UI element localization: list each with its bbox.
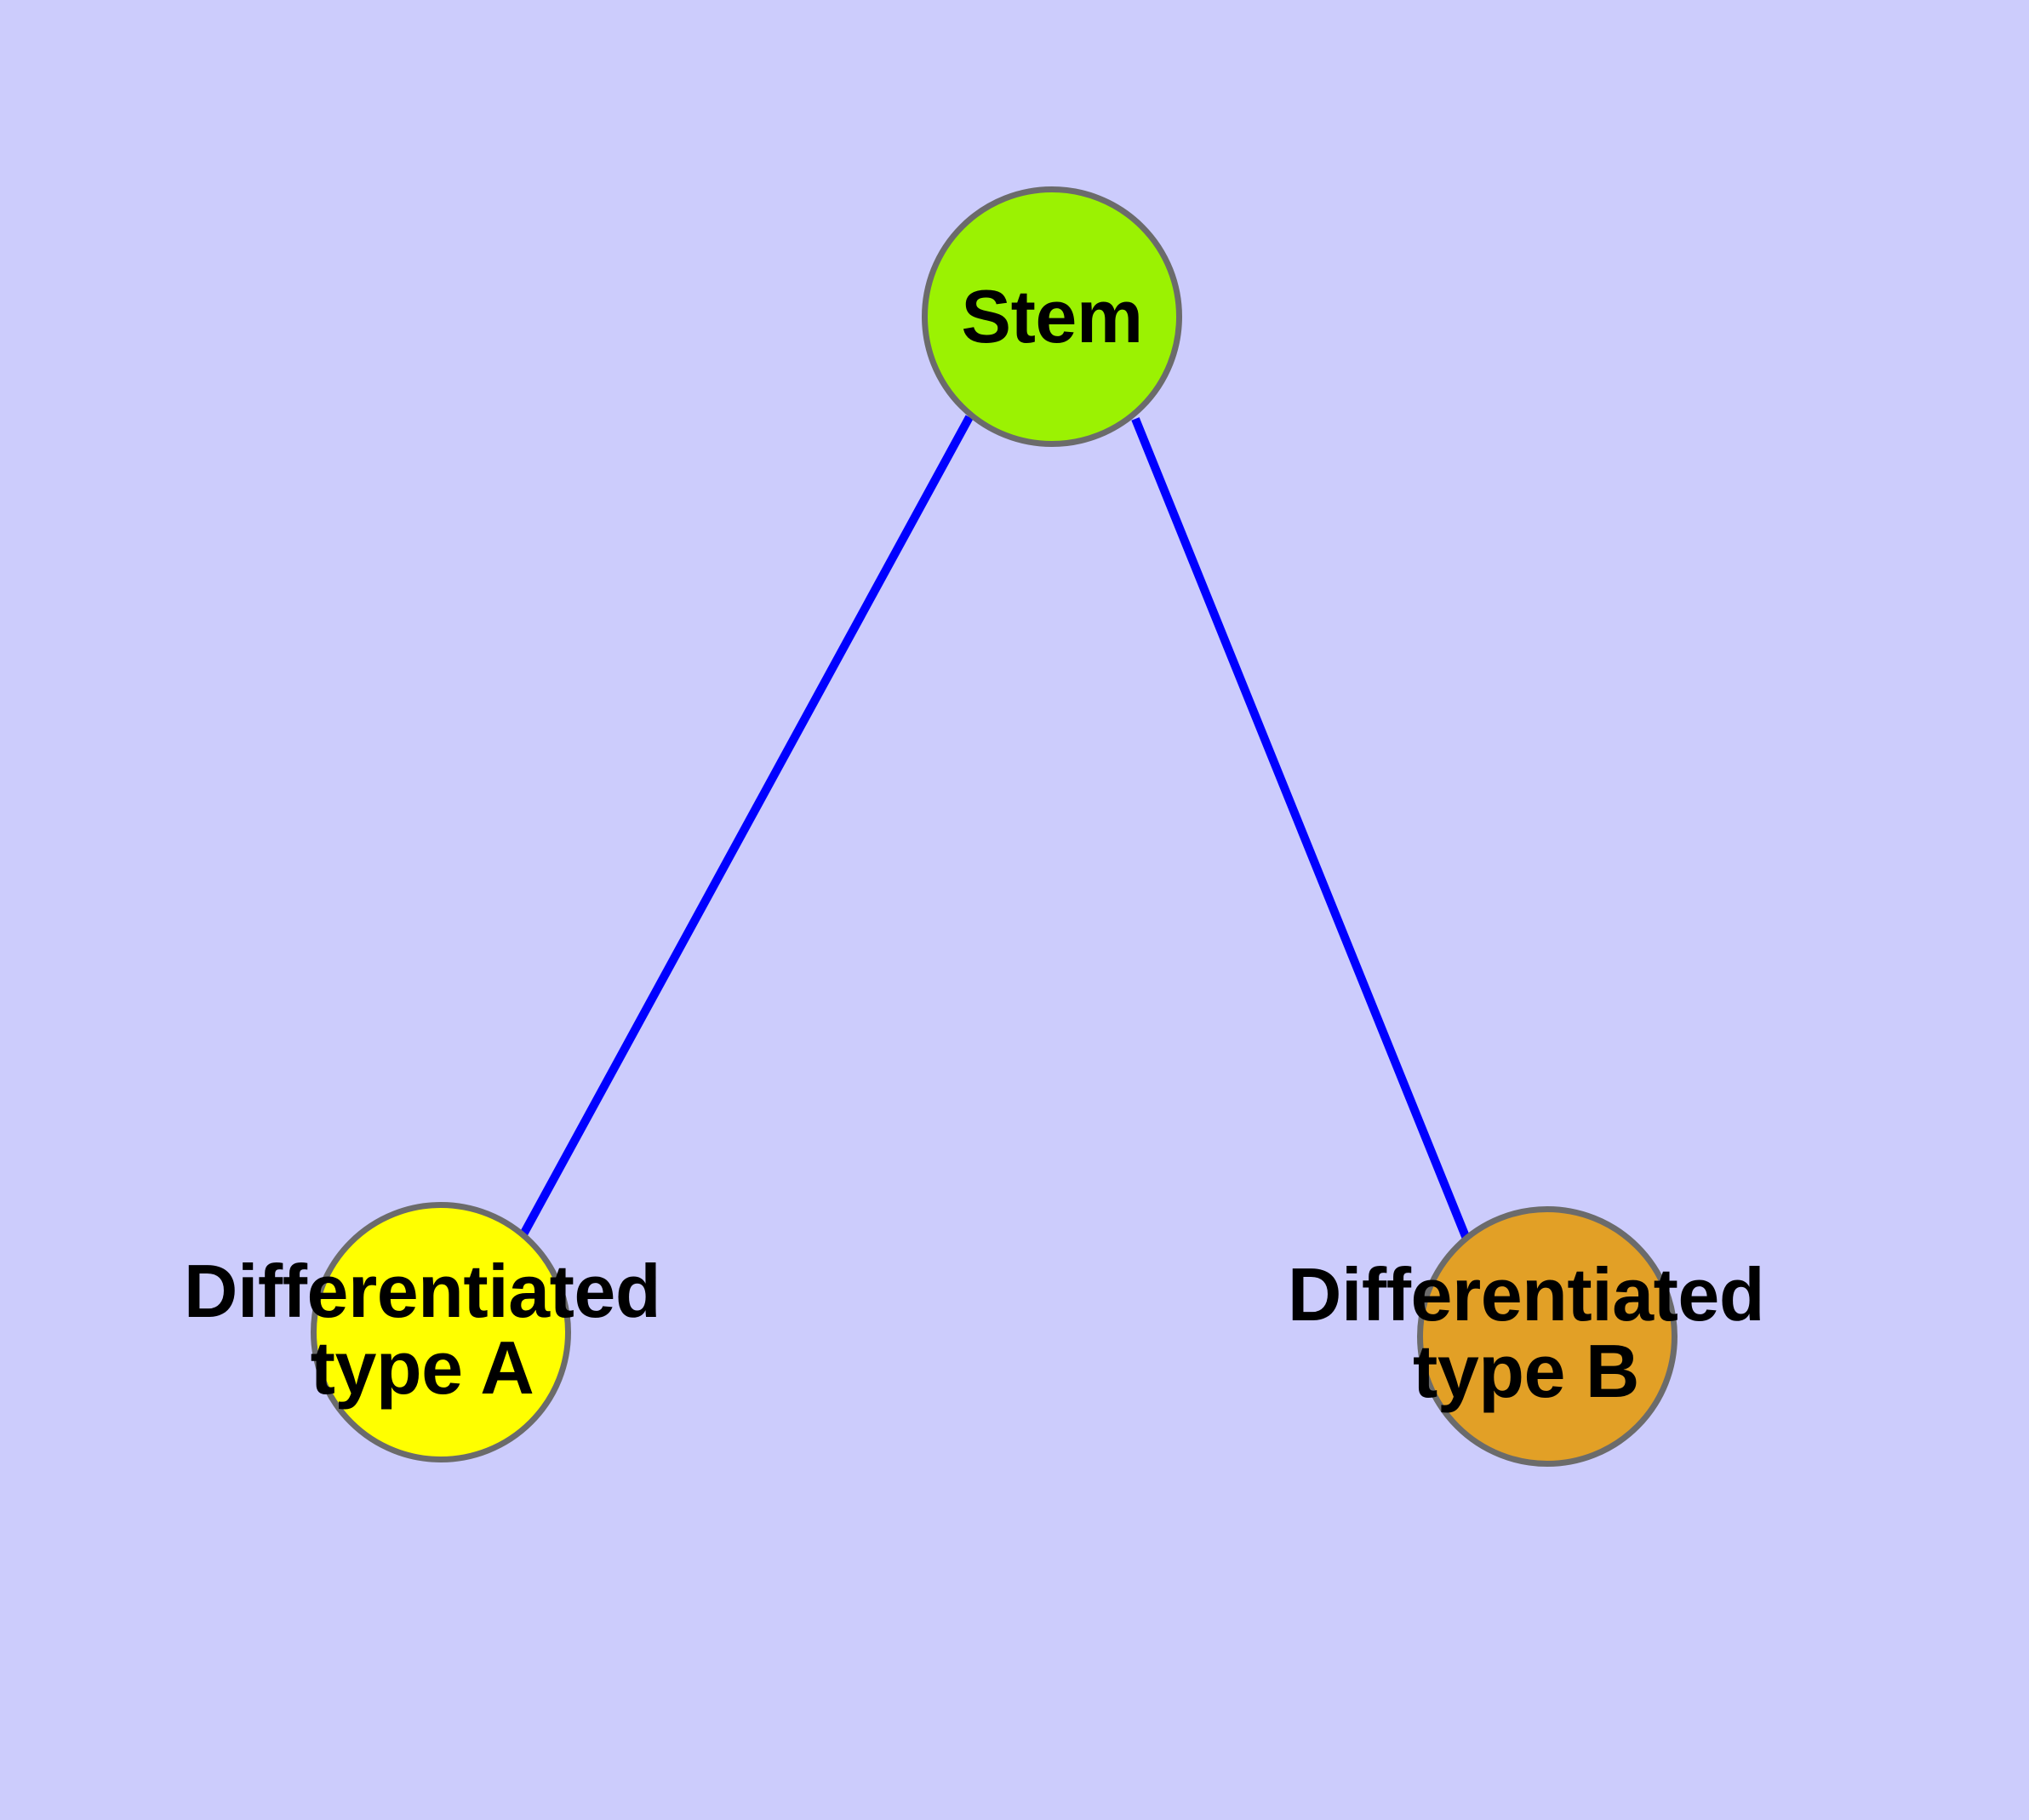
node-stem[interactable] xyxy=(922,186,1182,447)
node-label-differentiated-type-a: Differentiated type A xyxy=(183,1249,661,1410)
edge-stem-to-diff-b xyxy=(1131,417,1471,1240)
node-differentiated-type-a[interactable] xyxy=(311,1202,571,1462)
edge-stem-to-diff-a xyxy=(519,415,974,1237)
node-label-stem: Stem xyxy=(961,274,1143,359)
node-differentiated-type-b[interactable] xyxy=(1417,1206,1677,1467)
node-label-differentiated-type-b: Differentiated type B xyxy=(1287,1252,1765,1413)
